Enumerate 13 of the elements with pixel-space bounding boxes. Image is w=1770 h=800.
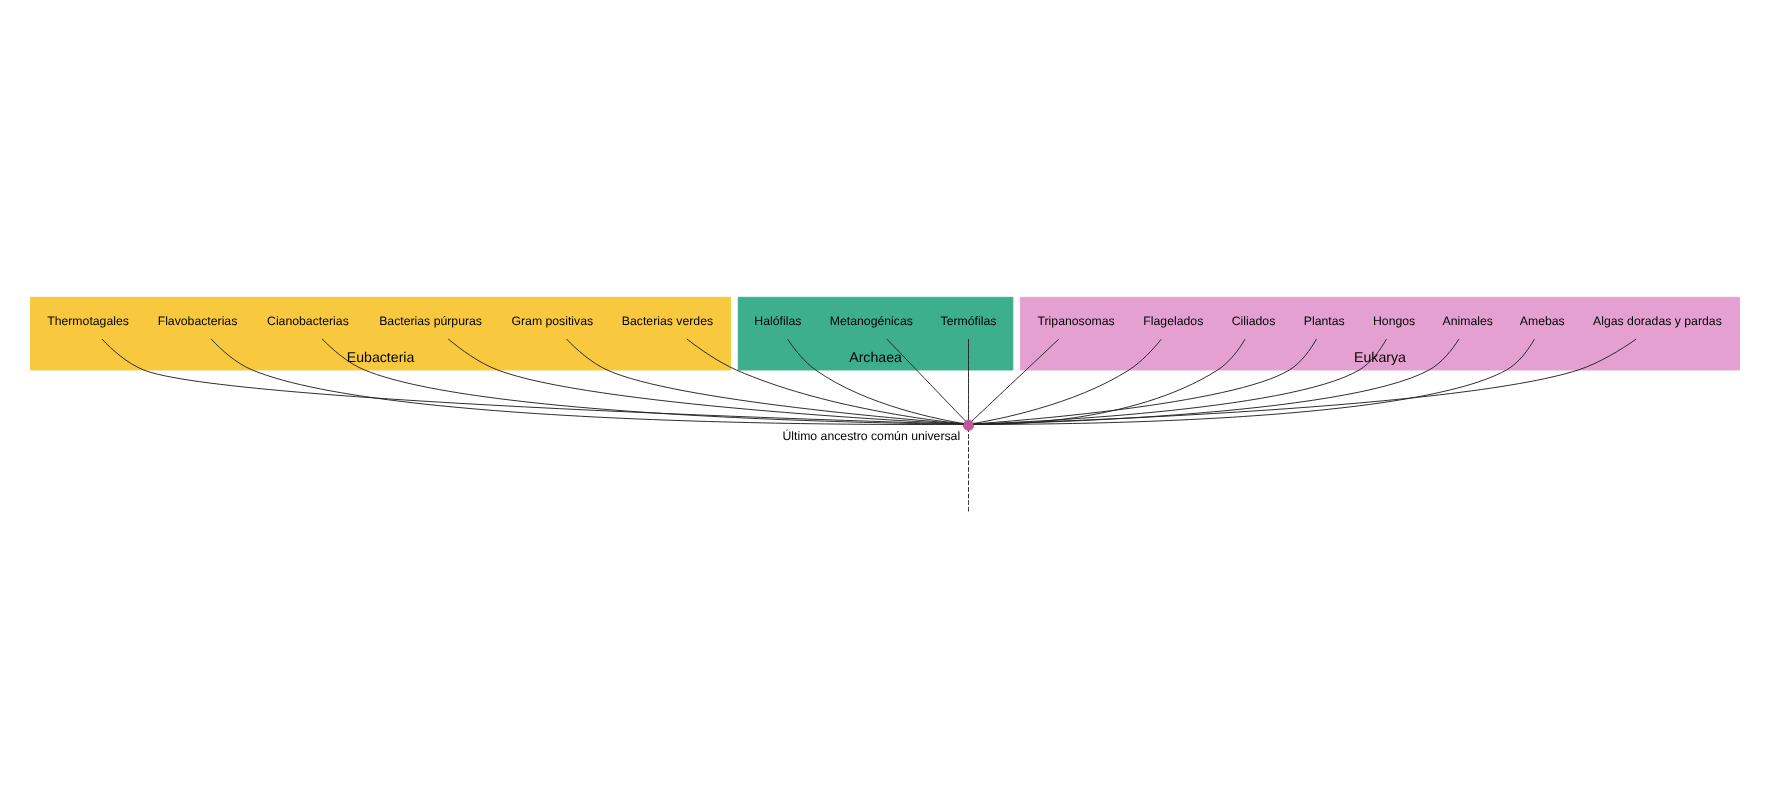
node-circle (962, 418, 975, 430)
connector (886, 337, 966, 421)
connector (787, 337, 965, 423)
connector (566, 337, 964, 424)
connector (973, 337, 1317, 424)
connector (973, 337, 1637, 424)
connector (971, 337, 1060, 421)
connector (968, 337, 969, 420)
connector (686, 337, 964, 424)
connector (968, 429, 969, 511)
connector (973, 337, 1246, 424)
connector (973, 337, 1162, 423)
connector (447, 337, 964, 424)
